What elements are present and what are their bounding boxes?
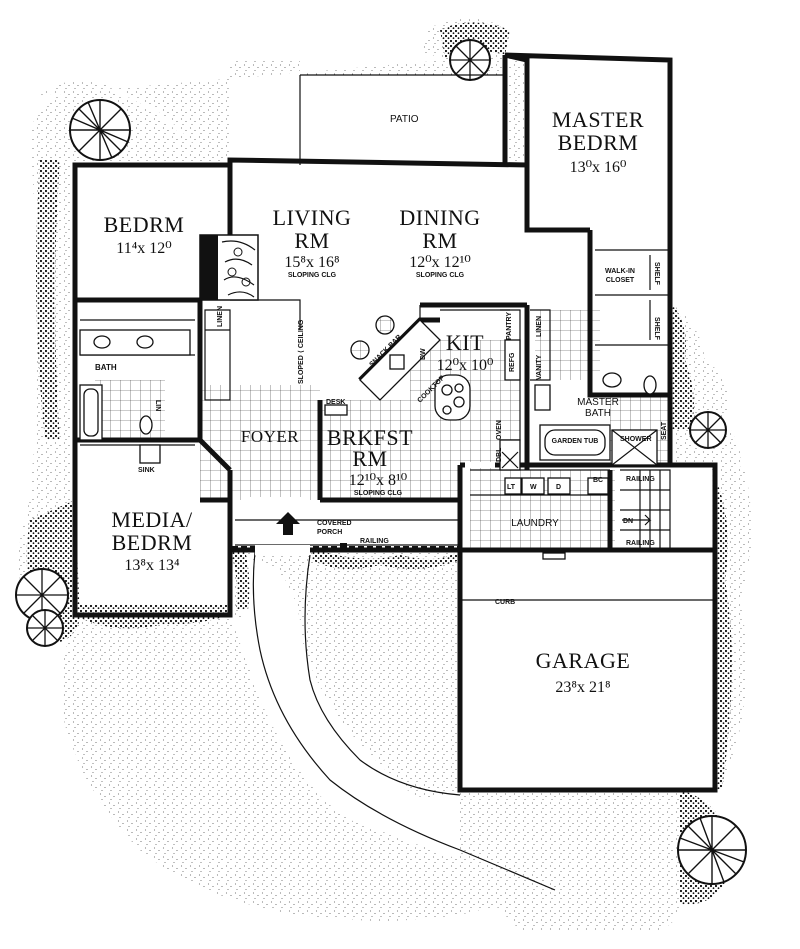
vanity-label: VANITY [536, 355, 543, 380]
living-title-1: LIVING [273, 205, 352, 230]
dw-label: DW [420, 348, 427, 360]
bedrm-dim: 11⁴x 12⁰ [116, 240, 171, 257]
kitchen-fixtures [324, 315, 521, 471]
tree-southeast [677, 815, 747, 885]
interior-walls [75, 165, 715, 553]
pantry-label: PANTRY [506, 312, 513, 340]
labels: PATIO MASTER BEDRM 13⁰x 16⁰ BEDRM 11⁴x 1… [95, 107, 668, 696]
media-dim: 13⁸x 13⁴ [124, 557, 180, 574]
master-bedrm-title-2: BEDRM [558, 130, 639, 155]
tree-northwest [69, 99, 131, 161]
master-bath-title-2: BATH [585, 408, 611, 419]
laundry-title: LAUNDRY [511, 518, 559, 529]
brkfst-note: SLOPING CLG [354, 490, 403, 497]
media-title-2: BEDRM [112, 530, 193, 555]
bath-fixtures [79, 329, 658, 466]
walk-in-line2: CLOSET [606, 277, 635, 284]
tree-north [449, 39, 491, 81]
dn-label: DN [623, 518, 633, 525]
refg-label: REFG [509, 352, 516, 372]
seat-label: SEAT [661, 421, 668, 440]
bc-label: BC [593, 477, 603, 484]
linen-label-1: LINEN [217, 306, 224, 327]
railing-label-1: RAILING [626, 476, 655, 483]
covered-porch-line1: COVERED [317, 520, 352, 527]
bedrm-title: BEDRM [104, 212, 185, 237]
dryer-label: D [556, 484, 561, 491]
linen-label-2: LINEN [536, 316, 543, 337]
lt-label: LT [507, 484, 516, 491]
master-bedrm-dim: 13⁰x 16⁰ [570, 159, 627, 176]
living-dim: 15⁸x 16⁸ [284, 254, 339, 271]
brkfst-title-2: RM [352, 446, 387, 471]
washer-label: W [530, 484, 537, 491]
kit-title: KIT [446, 330, 484, 355]
tree-west [15, 568, 69, 647]
lawn [18, 18, 752, 930]
shelf-label-2: SHELF [653, 317, 660, 341]
laundry-fixtures [504, 477, 609, 495]
railing-label-2: RAILING [626, 540, 655, 547]
foyer-title: FOYER [241, 427, 299, 446]
oven-label: OVEN [496, 420, 503, 440]
bath-title: BATH [95, 363, 117, 372]
lin-label: LIN [154, 400, 161, 411]
tree-east [689, 411, 727, 449]
openings [247, 240, 531, 555]
dining-title-1: DINING [399, 205, 480, 230]
master-bath-title-1: MASTER [577, 397, 619, 408]
dining-dim: 12⁰x 12¹⁰ [409, 254, 471, 271]
patio-label: PATIO [390, 114, 419, 125]
dbl-label: DBL [496, 447, 503, 462]
living-note: SLOPING CLG [288, 272, 337, 279]
desk-label: DESK [326, 399, 345, 406]
garage-dim: 23⁸x 21⁸ [555, 679, 610, 696]
media-title-1: MEDIA/ [111, 507, 193, 532]
shelf-label-1: SHELF [653, 262, 660, 286]
brkfst-title-1: BRKFST [327, 425, 413, 450]
dining-note: SLOPING CLG [416, 272, 465, 279]
railing-label-3: RAILING [360, 538, 389, 545]
sloped-ceiling-label: SLOPED ⟨ CEILING [297, 319, 305, 384]
curb-label: CURB [495, 599, 515, 606]
fireplace [199, 234, 259, 301]
shower-label: SHOWER [620, 436, 652, 443]
garage-title: GARAGE [536, 648, 631, 673]
covered-porch-line2: PORCH [317, 529, 342, 536]
garden-tub-label: GARDEN TUB [552, 438, 599, 445]
dining-title-2: RM [422, 228, 457, 253]
stairs [622, 470, 661, 550]
sink-label: SINK [138, 467, 155, 474]
walk-in-line1: WALK-IN [605, 268, 635, 275]
master-bedrm-title-1: MASTER [552, 107, 644, 132]
living-title-2: RM [294, 228, 329, 253]
front-door-arrow [276, 512, 300, 535]
garage-door [542, 552, 566, 560]
kit-dim: 12⁰x 10⁰ [437, 357, 494, 374]
brkfst-dim: 12¹⁰x 8¹⁰ [349, 472, 407, 489]
